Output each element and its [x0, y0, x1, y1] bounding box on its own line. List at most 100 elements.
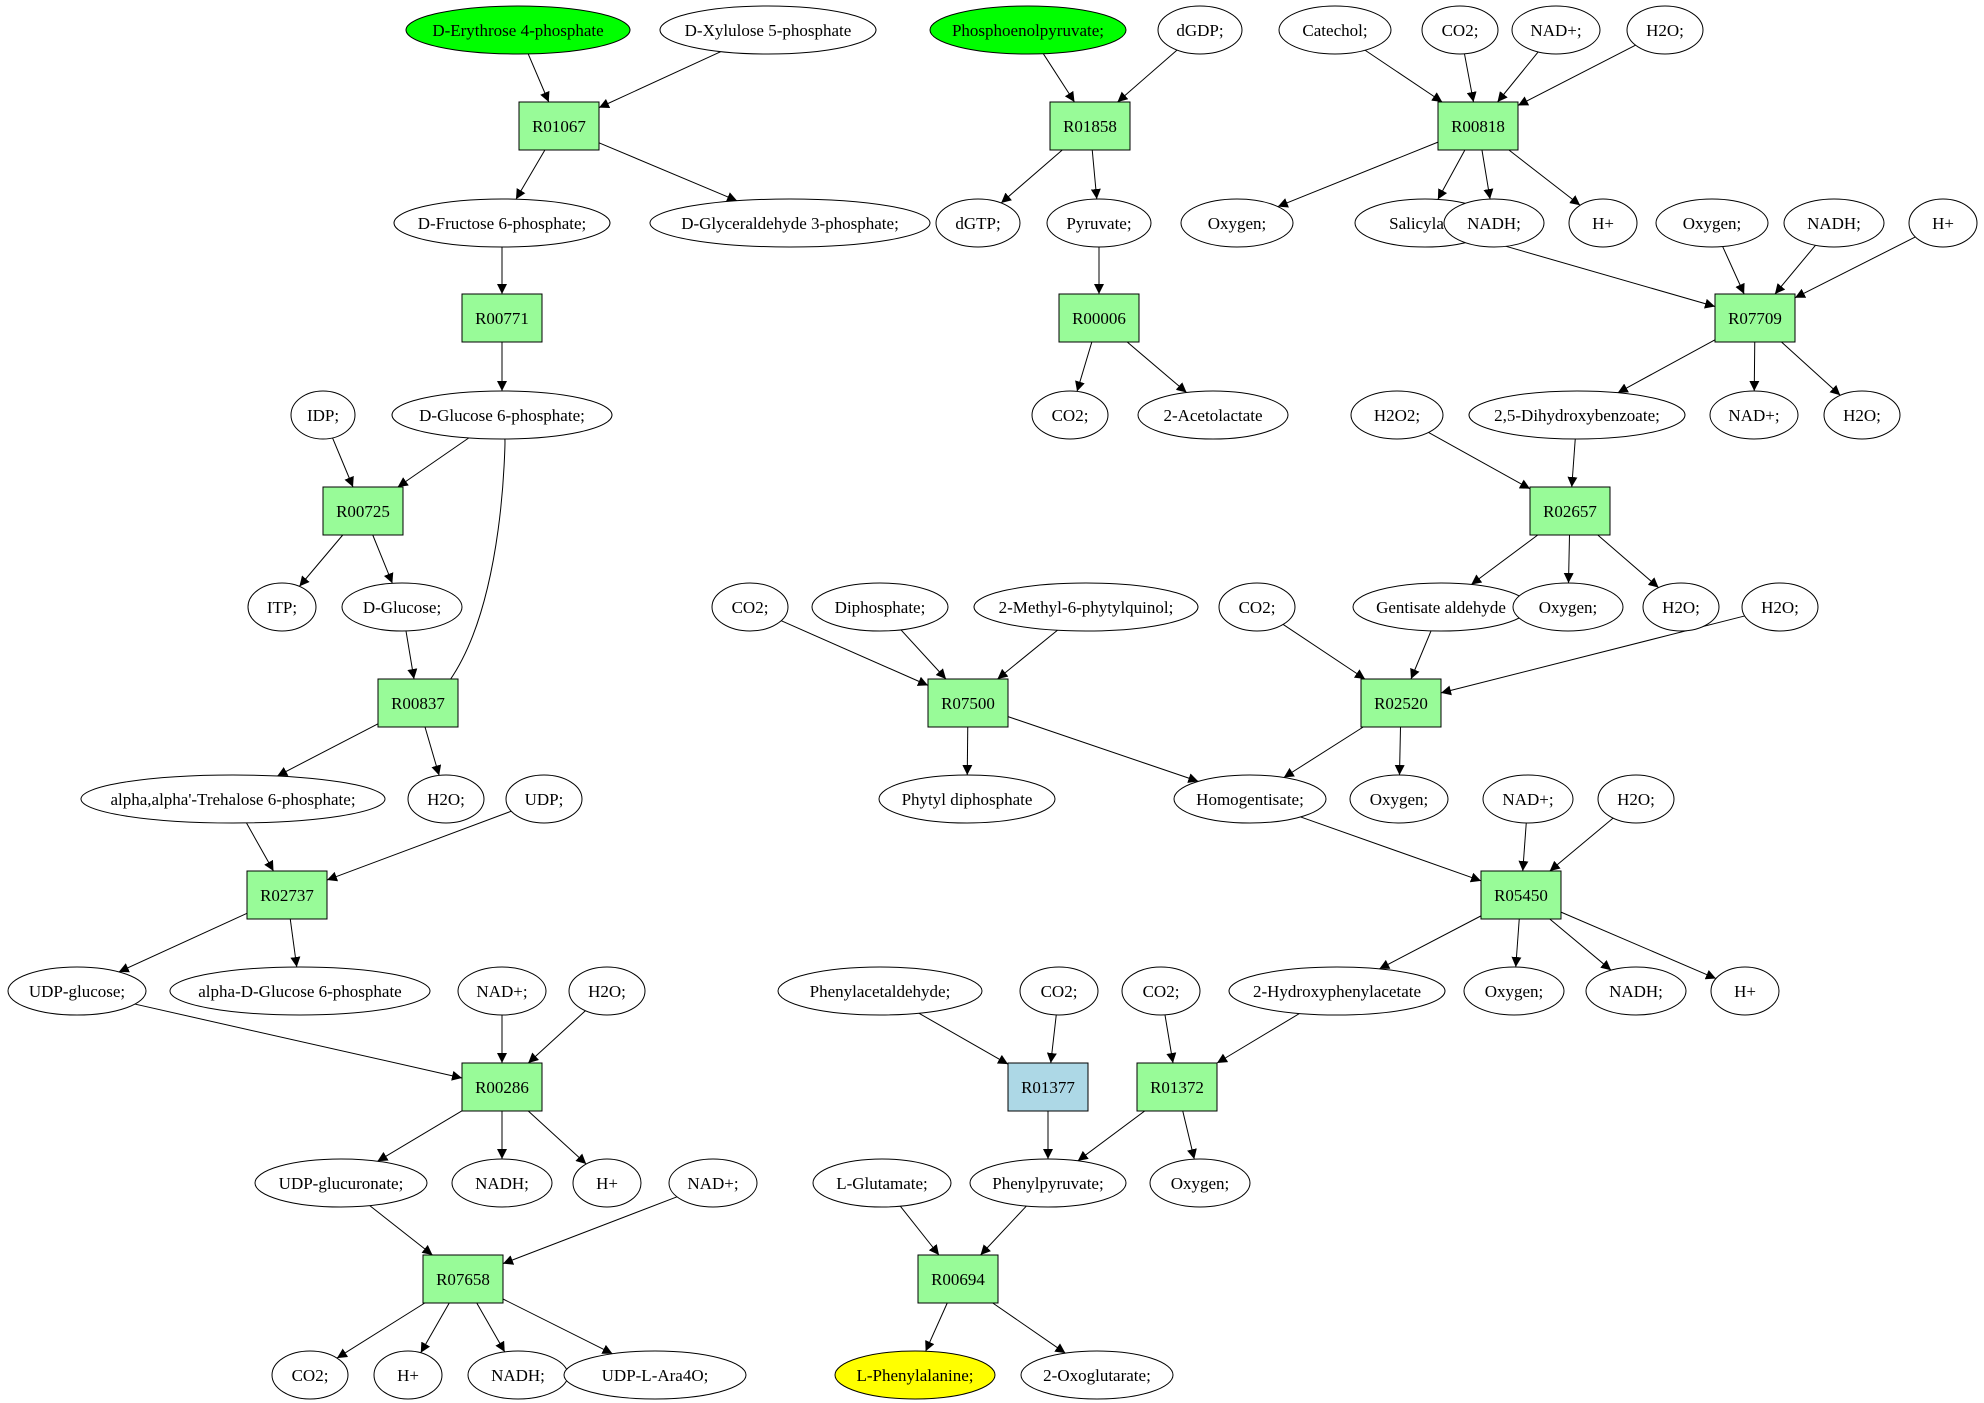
edge-m24-to-R01858: [1042, 53, 1075, 103]
molecule-node: H2O;: [407, 774, 485, 824]
reaction-box: [1480, 870, 1562, 920]
molecule-ellipse: [878, 774, 1056, 824]
reaction-label: R02520: [1374, 694, 1428, 713]
molecule-label: H2O;: [1843, 406, 1881, 425]
molecule-node: 2-Oxoglutarate;: [1020, 1350, 1174, 1400]
molecule-label: CO2;: [1041, 982, 1078, 1001]
molecule-node: Oxygen;: [1149, 1158, 1251, 1208]
molecule-node: D-Glyceraldehyde 3-phosphate;: [649, 198, 931, 248]
molecule-node: 2,5-Dihydroxybenzoate;: [1468, 390, 1686, 440]
molecule-label: CO2;: [1143, 982, 1180, 1001]
edge-R02657-to-m46: [1563, 534, 1574, 584]
molecule-node: NADH;: [1783, 198, 1885, 248]
reaction-box: [1049, 101, 1131, 151]
molecule-ellipse: [1218, 582, 1296, 632]
reaction-node-r00725: R00725: [322, 486, 404, 536]
molecule-node: H2O;: [568, 966, 646, 1016]
molecule-ellipse: [373, 1350, 443, 1400]
molecule-ellipse: [290, 390, 356, 440]
reaction-label: R00837: [391, 694, 445, 713]
molecule-node: H2O;: [1626, 5, 1704, 55]
edge-R02520-to-m55: [1394, 726, 1405, 776]
molecule-ellipse: [563, 1350, 747, 1400]
molecule-node: H+: [1568, 198, 1638, 248]
molecule-label: H2O;: [1662, 598, 1700, 617]
edge-R01858-to-m26: [1000, 149, 1063, 204]
molecule-label: H2O;: [1761, 598, 1799, 617]
edge-R02737-to-m13: [289, 918, 301, 968]
edge-m50-to-R07500: [780, 620, 929, 686]
molecule-label: H+: [397, 1366, 419, 1385]
reaction-box: [1136, 1062, 1218, 1112]
molecule-node: NAD+;: [1482, 774, 1574, 824]
molecule-label: Oxygen;: [1683, 214, 1742, 233]
reaction-label: R01067: [532, 117, 586, 136]
molecule-label: UDP;: [525, 790, 564, 809]
edge-m6-to-R00725: [332, 437, 354, 488]
edge-R01858-to-m27: [1090, 149, 1101, 200]
molecule-ellipse: [505, 774, 583, 824]
molecule-node: Oxygen;: [1463, 966, 1565, 1016]
molecule-label: Oxygen;: [1208, 214, 1267, 233]
molecule-node: Oxygen;: [1655, 198, 1769, 248]
molecule-label: H+: [1932, 214, 1954, 233]
edge-m12-to-R00286: [134, 1003, 463, 1081]
molecule-label: NAD+;: [687, 1174, 738, 1193]
molecule-node: Phosphoenolpyruvate;: [929, 5, 1127, 55]
molecule-label: D-Fructose 6-phosphate;: [418, 214, 587, 233]
molecule-node: CO2;: [1031, 390, 1109, 440]
molecule-label: NADH;: [491, 1366, 545, 1385]
edge-R00725-to-m7: [299, 534, 344, 587]
molecule-ellipse: [1149, 1158, 1251, 1208]
reaction-box: [377, 678, 459, 728]
reaction-box: [461, 1062, 543, 1112]
molecule-ellipse: [1443, 198, 1545, 248]
edge-R00286-to-m18: [527, 1110, 587, 1165]
reaction-node-r05450: R05450: [1480, 870, 1562, 920]
molecule-label: ITP;: [267, 598, 297, 617]
edge-m56-to-R05450: [1518, 822, 1529, 872]
edge-R02520-to-m54: [1283, 726, 1364, 778]
edge-m45-to-R02520: [1410, 630, 1432, 680]
molecule-node: NADH;: [467, 1350, 569, 1400]
molecule-node: D-Erythrose 4-phosphate: [405, 5, 631, 55]
edge-m65-to-R00694: [899, 1205, 940, 1256]
reaction-label: R01377: [1021, 1078, 1075, 1097]
molecule-ellipse: [659, 5, 877, 55]
molecule-label: IDP;: [307, 406, 339, 425]
molecule-ellipse: [1908, 198, 1978, 248]
molecule-node: CO2;: [1421, 5, 1499, 55]
molecule-node: CO2;: [1019, 966, 1099, 1016]
molecule-ellipse: [1468, 390, 1686, 440]
edge-R01372-to-m66: [1077, 1110, 1146, 1162]
molecule-label: H+: [596, 1174, 618, 1193]
molecule-label: D-Glucose 6-phosphate;: [419, 406, 585, 425]
molecule-ellipse: [1783, 198, 1885, 248]
molecule-label: Diphosphate;: [835, 598, 926, 617]
edge-R07709-to-m42: [1749, 341, 1760, 392]
molecule-node: alpha-D-Glucose 6-phosphate: [169, 966, 431, 1016]
edge-R00694-to-m68: [925, 1302, 948, 1352]
edge-R01372-to-m67: [1182, 1110, 1197, 1160]
molecule-ellipse: [1823, 390, 1901, 440]
molecule-ellipse: [811, 582, 949, 632]
edge-R02657-to-m45: [1470, 534, 1539, 585]
molecule-node: NAD+;: [1511, 5, 1601, 55]
reaction-box: [1529, 486, 1611, 536]
molecule-node: ITP;: [247, 582, 317, 632]
molecule-label: CO2;: [1442, 21, 1479, 40]
reaction-node-r02737: R02737: [246, 870, 328, 920]
molecule-node: UDP;: [505, 774, 583, 824]
edge-R00818-to-m37: [1508, 149, 1581, 206]
molecule-node: NADH;: [1443, 198, 1545, 248]
edge-m1-to-R01067: [527, 53, 550, 103]
edge-m52-to-R07500: [997, 629, 1058, 680]
molecule-ellipse: [1511, 5, 1601, 55]
molecule-ellipse: [1512, 582, 1624, 632]
reaction-node-r01067: R01067: [518, 101, 600, 151]
edge-m41-to-R02657: [1567, 438, 1578, 488]
molecule-node: L-Glutamate;: [812, 1158, 952, 1208]
molecule-ellipse: [1046, 198, 1152, 248]
reaction-box: [927, 678, 1009, 728]
